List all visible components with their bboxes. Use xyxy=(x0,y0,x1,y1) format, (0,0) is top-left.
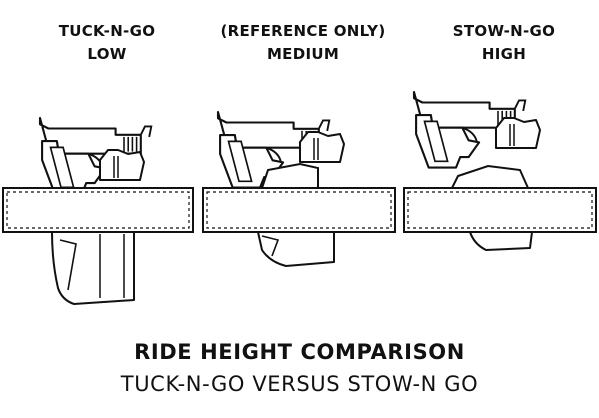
label-stow-n-go-name: STOW-N-GO xyxy=(452,22,556,40)
medium-holster-top xyxy=(299,131,345,163)
label-reference: (REFERENCE ONLY) MEDIUM xyxy=(203,20,403,66)
ride-height-illustrations xyxy=(2,90,597,305)
label-stow-n-go: STOW-N-GO HIGH xyxy=(404,20,599,66)
label-reference-height: MEDIUM xyxy=(266,45,340,63)
stow-n-go-holster-shell xyxy=(469,231,533,251)
label-tuck-n-go: TUCK-N-GO LOW xyxy=(7,20,207,66)
medium-belt xyxy=(202,187,396,233)
medium-illustration xyxy=(202,110,396,267)
comparison-subtitle: TUCK-N-GO VERSUS STOW-N GO xyxy=(120,372,479,396)
label-stow-n-go-height: HIGH xyxy=(481,45,527,63)
tuck-n-go-holster-shell xyxy=(51,231,135,305)
comparison-title: RIDE HEIGHT COMPARISON xyxy=(134,340,465,364)
tuck-n-go-illustration xyxy=(2,116,194,305)
label-tuck-n-go-name: TUCK-N-GO xyxy=(58,22,156,40)
tuck-n-go-belt xyxy=(2,187,194,233)
stow-n-go-belt xyxy=(403,187,597,233)
tuck-n-go-holster-top xyxy=(99,149,145,181)
label-tuck-n-go-height: LOW xyxy=(87,45,127,63)
stow-n-go-holster-top xyxy=(495,117,541,149)
stow-n-go-illustration xyxy=(403,90,597,251)
label-reference-name: (REFERENCE ONLY) xyxy=(220,22,386,40)
